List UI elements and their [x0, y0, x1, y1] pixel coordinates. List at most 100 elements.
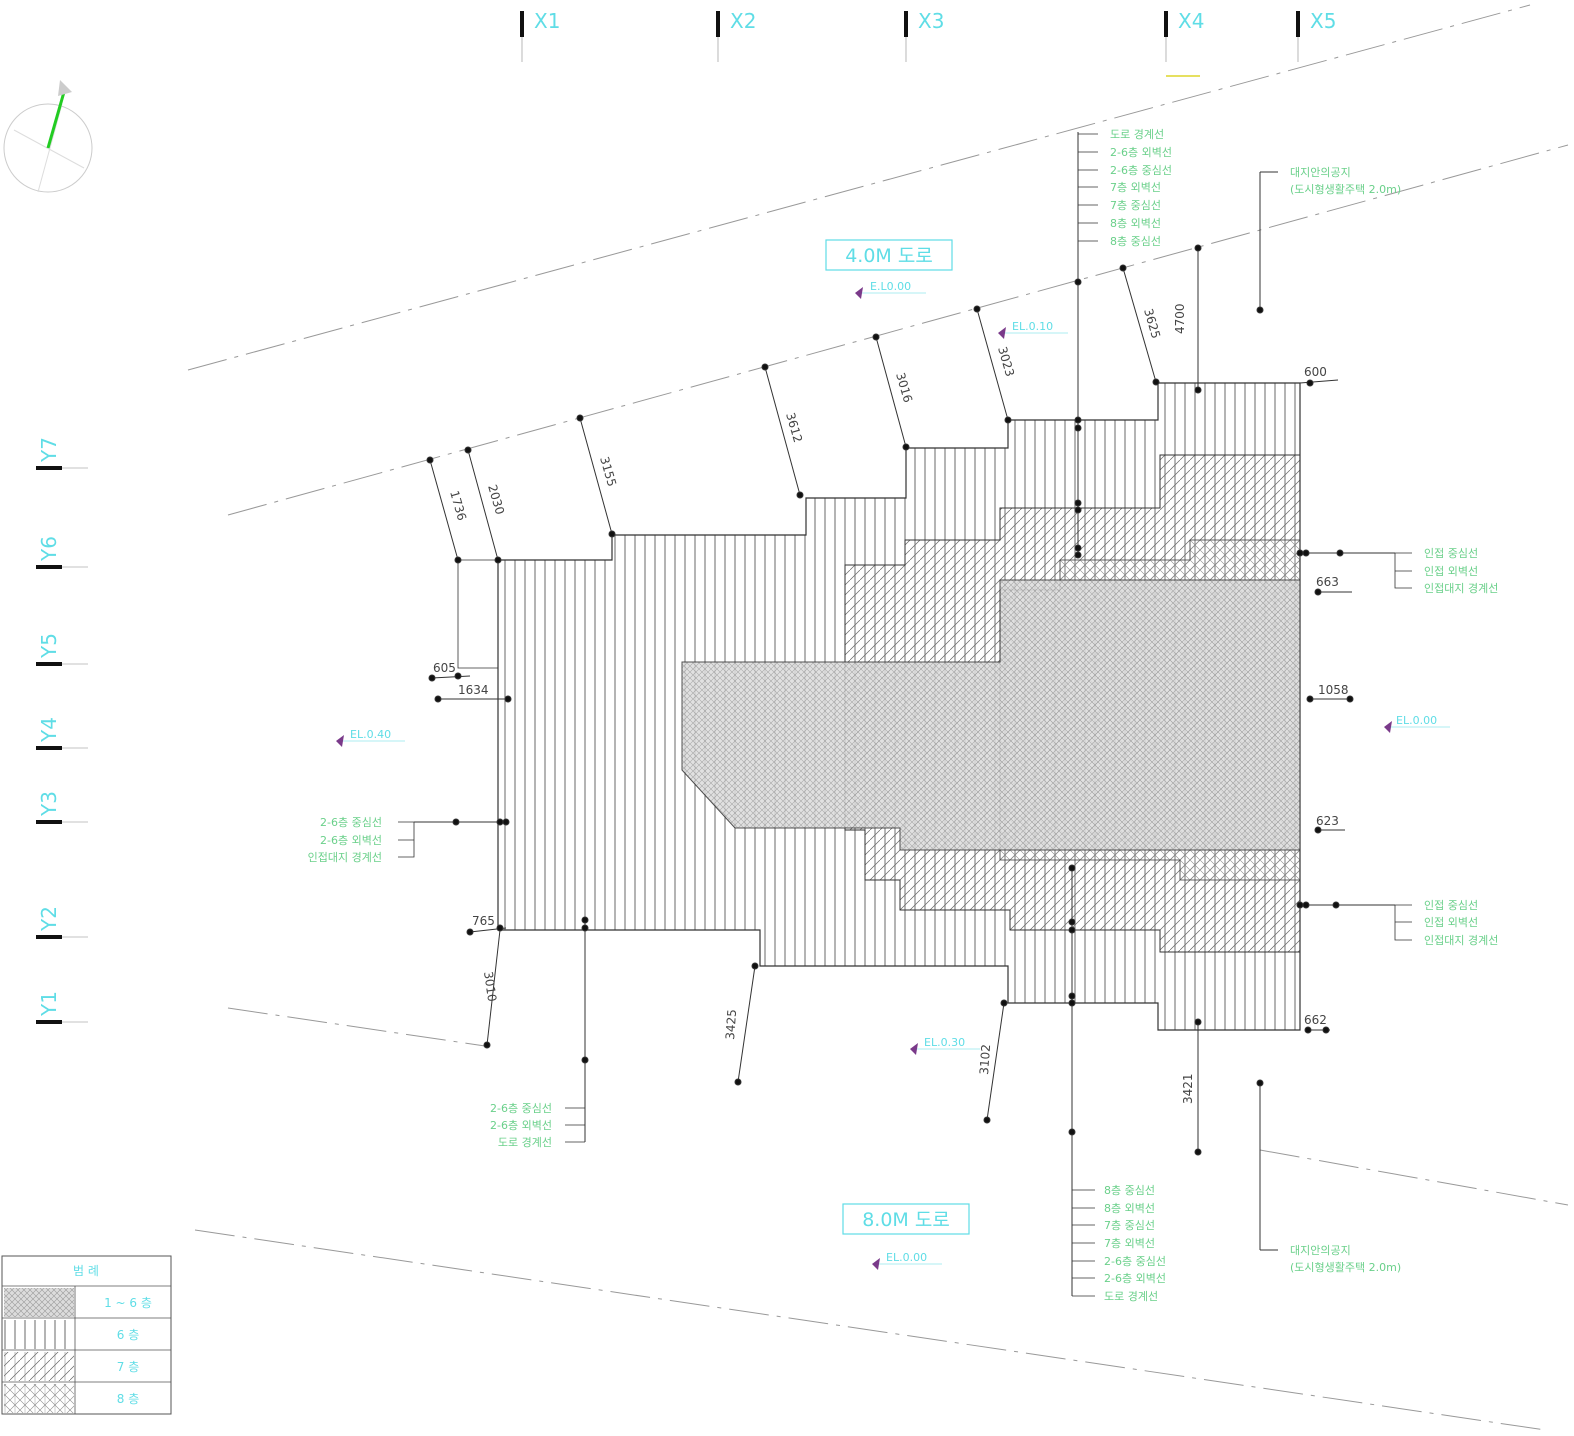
- dim-top-3: 3155: [597, 455, 619, 488]
- svg-text:EL.0.40: EL.0.40: [350, 728, 391, 741]
- svg-text:7층 중심선: 7층 중심선: [1110, 199, 1161, 212]
- road-name-bottom: 8.0M 도로: [862, 1209, 950, 1231]
- svg-text:인접 외벽선: 인접 외벽선: [1424, 565, 1478, 578]
- legend-row-3: 7 층: [117, 1360, 140, 1374]
- dim-bottom-3: 3421: [1181, 1073, 1195, 1104]
- svg-text:EL.0.00: EL.0.00: [886, 1251, 927, 1264]
- dim-top-5: 3016: [893, 371, 915, 404]
- svg-text:2-6층 중심선: 2-6층 중심선: [1110, 164, 1172, 177]
- dim-right-3: 1058: [1318, 683, 1349, 697]
- legend-swatch-3: [4, 1352, 74, 1381]
- dim-right-1: 600: [1304, 365, 1327, 379]
- grid-label-y6: Y6: [37, 536, 61, 562]
- level-mark-bottom: EL.0.00: [872, 1251, 942, 1270]
- grid-marker-x2: X2: [716, 9, 756, 62]
- dim-top-4: 3612: [783, 411, 805, 444]
- level-mark-left: EL.0.40: [336, 728, 405, 747]
- level-mark-top-right: EL.0.10: [998, 320, 1068, 339]
- dim-top-6: 3023: [995, 345, 1017, 378]
- legend-row-4: 8 층: [117, 1392, 140, 1406]
- grid-label-y7: Y7: [37, 437, 61, 463]
- svg-text:2-6층 외벽선: 2-6층 외벽선: [1104, 1272, 1166, 1285]
- svg-text:대지안의공지: 대지안의공지: [1290, 1244, 1351, 1257]
- svg-text:2-6층 중심선: 2-6층 중심선: [320, 816, 382, 829]
- svg-text:7층 중심선: 7층 중심선: [1104, 1219, 1155, 1232]
- level-mark-bottom-mid: EL.0.30: [910, 1036, 980, 1055]
- dim-top-2: 2030: [485, 483, 507, 516]
- svg-text:인접 중심선: 인접 중심선: [1424, 547, 1478, 560]
- callout-right-lower: 인접 중심선 인접 외벽선 인접대지 경계선: [1424, 899, 1498, 947]
- callout-top-right: 대지안의공지 (도시형생활주택 2.0m): [1290, 166, 1401, 196]
- north-arrow-icon: [3, 80, 93, 193]
- svg-text:도로 경계선: 도로 경계선: [1110, 128, 1164, 141]
- svg-text:8층 외벽선: 8층 외벽선: [1110, 217, 1161, 230]
- svg-text:도로 경계선: 도로 경계선: [1104, 1290, 1158, 1303]
- dim-left-3: 765: [472, 914, 495, 928]
- dim-bottom-1: 3425: [723, 1009, 739, 1040]
- grid-x-markers: X1 X2 X3 X4 X5: [520, 9, 1336, 77]
- road-label-bottom: 8.0M 도로: [842, 1203, 970, 1235]
- svg-text:대지안의공지: 대지안의공지: [1290, 166, 1351, 179]
- level-mark-top: E.L0.00: [855, 280, 926, 299]
- road-label-top: 4.0M 도로: [825, 239, 953, 271]
- grid-label-y5: Y5: [37, 633, 61, 659]
- dim-left-2: 1634: [458, 683, 489, 697]
- svg-text:(도시형생활주택 2.0m): (도시형생활주택 2.0m): [1290, 182, 1401, 196]
- grid-label-y2: Y2: [37, 906, 61, 932]
- legend-title: 범 례: [73, 1264, 99, 1278]
- legend-swatch-4: [4, 1384, 74, 1413]
- grid-marker-y4: Y4: [36, 717, 88, 750]
- grid-label-y1: Y1: [37, 991, 61, 1017]
- grid-marker-y6: Y6: [36, 536, 88, 569]
- grid-marker-x1: X1: [520, 9, 560, 62]
- svg-text:도로 경계선: 도로 경계선: [498, 1136, 552, 1149]
- dim-top-8: 4700: [1173, 303, 1187, 334]
- callout-bottom-left: 2-6층 중심선 2-6층 외벽선 도로 경계선: [490, 1102, 552, 1149]
- dim-top-7: 3625: [1141, 307, 1163, 340]
- dim-left-4: 3010: [481, 970, 499, 1002]
- callout-right-upper: 인접 중심선 인접 외벽선 인접대지 경계선: [1424, 547, 1498, 595]
- svg-text:2-6층 외벽선: 2-6층 외벽선: [320, 834, 382, 847]
- svg-text:2-6층 외벽선: 2-6층 외벽선: [1110, 146, 1172, 159]
- callout-left-mid: 2-6층 중심선 2-6층 외벽선 인접대지 경계선: [308, 816, 382, 864]
- dim-right-4: 623: [1316, 814, 1339, 828]
- grid-marker-x3: X3: [904, 9, 944, 62]
- road-name-top: 4.0M 도로: [845, 245, 933, 267]
- grid-label-x4: X4: [1178, 9, 1204, 33]
- legend-swatch-1: [4, 1288, 74, 1317]
- dim-bottom-2: 3102: [977, 1044, 993, 1075]
- grid-marker-y1: Y1: [36, 991, 88, 1024]
- legend-row-1: 1 ~ 6 층: [104, 1296, 152, 1310]
- svg-text:EL.0.00: EL.0.00: [1396, 714, 1437, 727]
- svg-text:7층 외벽선: 7층 외벽선: [1104, 1237, 1155, 1250]
- grid-marker-x4: X4: [1164, 9, 1204, 77]
- svg-text:EL.0.10: EL.0.10: [1012, 320, 1053, 333]
- grid-label-y3: Y3: [37, 791, 61, 817]
- grid-label-x1: X1: [534, 9, 560, 33]
- svg-text:인접대지 경계선: 인접대지 경계선: [1424, 582, 1498, 595]
- svg-text:7층 외벽선: 7층 외벽선: [1110, 181, 1161, 194]
- grid-marker-y3: Y3: [36, 791, 88, 824]
- svg-text:2-6층 중심선: 2-6층 중심선: [1104, 1255, 1166, 1268]
- grid-label-x2: X2: [730, 9, 756, 33]
- callout-bottom-stack: 8층 중심선 8층 외벽선 7층 중심선 7층 외벽선 2-6층 중심선 2-6…: [1104, 1184, 1166, 1303]
- dim-right-5: 662: [1304, 1013, 1327, 1027]
- grid-marker-y5: Y5: [36, 633, 88, 666]
- svg-text:E.L0.00: E.L0.00: [870, 280, 911, 293]
- svg-text:8층 중심선: 8층 중심선: [1104, 1184, 1155, 1197]
- legend-swatch-2: [4, 1320, 74, 1349]
- callout-top-stack: 도로 경계선 2-6층 외벽선 2-6층 중심선 7층 외벽선 7층 중심선 8…: [1110, 128, 1172, 248]
- svg-text:인접대지 경계선: 인접대지 경계선: [308, 851, 382, 864]
- grid-label-x5: X5: [1310, 9, 1336, 33]
- svg-text:EL.0.30: EL.0.30: [924, 1036, 965, 1049]
- grid-label-y4: Y4: [37, 717, 61, 743]
- svg-text:8층 외벽선: 8층 외벽선: [1104, 1202, 1155, 1215]
- grid-y-markers: Y7 Y6 Y5 Y4 Y3 Y2 Y1: [36, 437, 88, 1024]
- building-footprint: [457, 382, 1301, 1031]
- road-boundary-lines: [187, 4, 1569, 1431]
- svg-text:2-6층 외벽선: 2-6층 외벽선: [490, 1119, 552, 1132]
- svg-text:(도시형생활주택 2.0m): (도시형생활주택 2.0m): [1290, 1260, 1401, 1274]
- svg-text:인접대지 경계선: 인접대지 경계선: [1424, 934, 1498, 947]
- leader-lines: [414, 132, 1395, 1296]
